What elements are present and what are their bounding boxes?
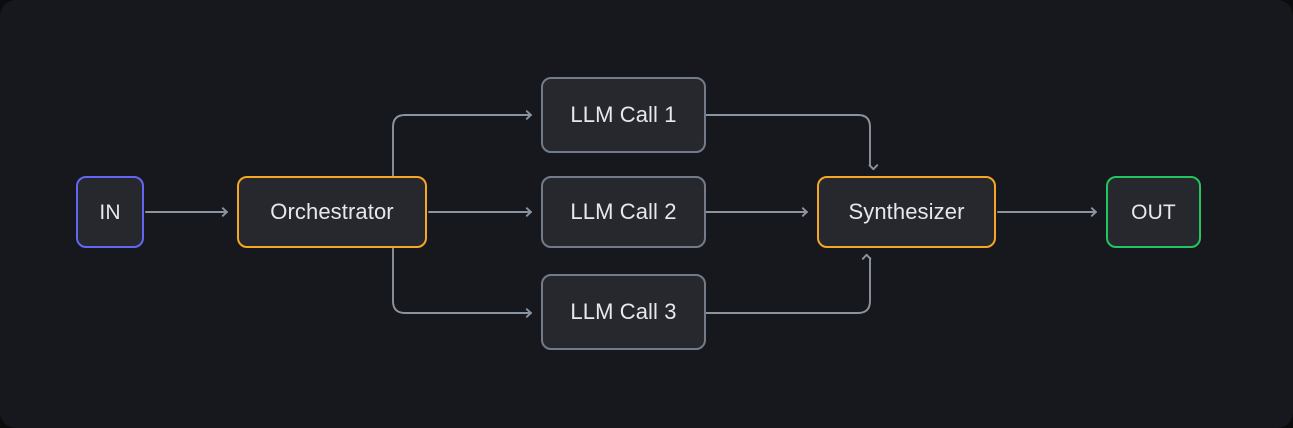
node-out-label: OUT [1131,200,1176,224]
node-llm-call-2-label: LLM Call 2 [570,199,677,224]
node-llm-call-1-label: LLM Call 1 [570,102,677,127]
node-out[interactable]: OUT [1106,176,1201,248]
node-synthesizer[interactable]: Synthesizer [817,176,996,248]
node-in[interactable]: IN [76,176,144,248]
node-llm-call-1[interactable]: LLM Call 1 [541,77,706,153]
node-in-label: IN [99,200,121,224]
node-llm-call-3-label: LLM Call 3 [570,299,677,324]
node-synthesizer-label: Synthesizer [848,199,965,224]
node-llm-call-2[interactable]: LLM Call 2 [541,176,706,248]
node-orchestrator-label: Orchestrator [270,199,394,224]
node-llm-call-3[interactable]: LLM Call 3 [541,274,706,350]
node-orchestrator[interactable]: Orchestrator [237,176,427,248]
